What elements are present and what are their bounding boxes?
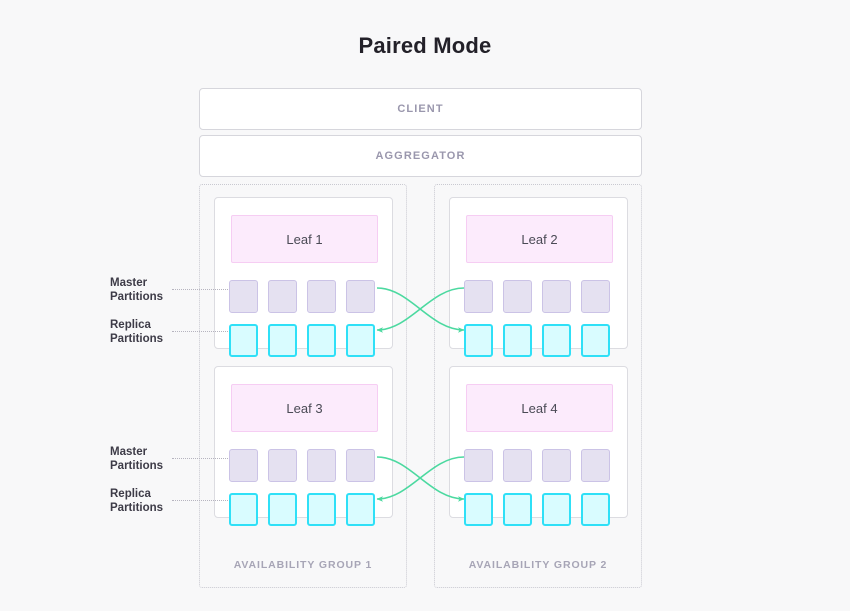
client-node-label: CLIENT bbox=[397, 103, 444, 115]
master-partitions-leaf4 bbox=[464, 449, 616, 482]
master-partition bbox=[503, 449, 532, 482]
leaf-card-leaf3: Leaf 3 bbox=[214, 366, 393, 526]
replica-partition bbox=[503, 324, 532, 357]
leader-line-master-bottom bbox=[172, 458, 228, 459]
leaf-card-leaf2: Leaf 2 bbox=[449, 197, 628, 357]
availability-group-2-label: AVAILABILITY GROUP 2 bbox=[468, 559, 608, 571]
replica-partition bbox=[542, 324, 571, 357]
replica-partition bbox=[542, 493, 571, 526]
client-node: CLIENT bbox=[199, 88, 642, 130]
availability-group-1-label: AVAILABILITY GROUP 1 bbox=[233, 559, 373, 571]
replica-partition bbox=[503, 493, 532, 526]
replica-partition bbox=[581, 324, 610, 357]
aggregator-node-label: AGGREGATOR bbox=[375, 150, 466, 162]
master-partition bbox=[346, 449, 375, 482]
master-partition bbox=[307, 449, 336, 482]
master-partition bbox=[268, 280, 297, 313]
label-line-1: Master bbox=[110, 277, 148, 289]
leaf-label-leaf4: Leaf 4 bbox=[521, 400, 558, 416]
leader-line-master-top bbox=[172, 289, 228, 290]
replica-partition bbox=[346, 493, 375, 526]
label-line-2: Partitions bbox=[110, 291, 164, 303]
label-line-1: Replica bbox=[110, 488, 151, 500]
master-partition bbox=[346, 280, 375, 313]
replica-partition bbox=[268, 493, 297, 526]
master-partition bbox=[542, 449, 571, 482]
leaf-card-leaf4: Leaf 4 bbox=[449, 366, 628, 526]
master-partition bbox=[503, 280, 532, 313]
leaf-header-leaf3: Leaf 3 bbox=[231, 384, 378, 432]
master-partition bbox=[229, 449, 258, 482]
label-line-2: Partitions bbox=[110, 502, 164, 514]
aggregator-node: AGGREGATOR bbox=[199, 135, 642, 177]
replica-partition bbox=[464, 493, 493, 526]
replica-partition bbox=[346, 324, 375, 357]
master-partition bbox=[464, 449, 493, 482]
replica-partition bbox=[307, 324, 336, 357]
master-partition bbox=[542, 280, 571, 313]
leaf-label-leaf2: Leaf 2 bbox=[521, 231, 558, 247]
replica-partitions-leaf2 bbox=[464, 324, 616, 357]
master-partitions-leaf3 bbox=[229, 449, 381, 482]
replica-partition bbox=[464, 324, 493, 357]
replica-partition bbox=[229, 324, 258, 357]
leaf-header-leaf4: Leaf 4 bbox=[466, 384, 613, 432]
master-partitions-leaf2 bbox=[464, 280, 616, 313]
replica-partitions-leaf3 bbox=[229, 493, 381, 526]
label-master-partitions-bottom: Master Partitions bbox=[110, 445, 182, 473]
availability-group-1: Leaf 1 Leaf 3 bbox=[199, 184, 407, 588]
leaf-card-leaf1: Leaf 1 bbox=[214, 197, 393, 357]
label-replica-partitions-bottom: Replica Partitions bbox=[110, 487, 182, 515]
replica-partition bbox=[307, 493, 336, 526]
label-replica-partitions-top: Replica Partitions bbox=[110, 318, 182, 346]
availability-group-2: Leaf 2 Leaf 4 bbox=[434, 184, 642, 588]
replica-partition bbox=[581, 493, 610, 526]
master-partition bbox=[307, 280, 336, 313]
leader-line-replica-top bbox=[172, 331, 228, 332]
leaf-label-leaf3: Leaf 3 bbox=[286, 400, 323, 416]
master-partition bbox=[581, 449, 610, 482]
replica-partition bbox=[229, 493, 258, 526]
master-partition bbox=[268, 449, 297, 482]
replica-partitions-leaf4 bbox=[464, 493, 616, 526]
label-line-1: Master bbox=[110, 446, 148, 458]
label-master-partitions-top: Master Partitions bbox=[110, 276, 182, 304]
page-title: Paired Mode bbox=[358, 33, 492, 58]
label-line-2: Partitions bbox=[110, 460, 164, 472]
master-partition bbox=[464, 280, 493, 313]
master-partition bbox=[581, 280, 610, 313]
label-line-1: Replica bbox=[110, 319, 151, 331]
label-line-2: Partitions bbox=[110, 333, 164, 345]
replica-partition bbox=[268, 324, 297, 357]
master-partition bbox=[229, 280, 258, 313]
leaf-label-leaf1: Leaf 1 bbox=[286, 231, 323, 247]
leaf-header-leaf1: Leaf 1 bbox=[231, 215, 378, 263]
master-partitions-leaf1 bbox=[229, 280, 381, 313]
replica-partitions-leaf1 bbox=[229, 324, 381, 357]
leader-line-replica-bottom bbox=[172, 500, 228, 501]
leaf-header-leaf2: Leaf 2 bbox=[466, 215, 613, 263]
